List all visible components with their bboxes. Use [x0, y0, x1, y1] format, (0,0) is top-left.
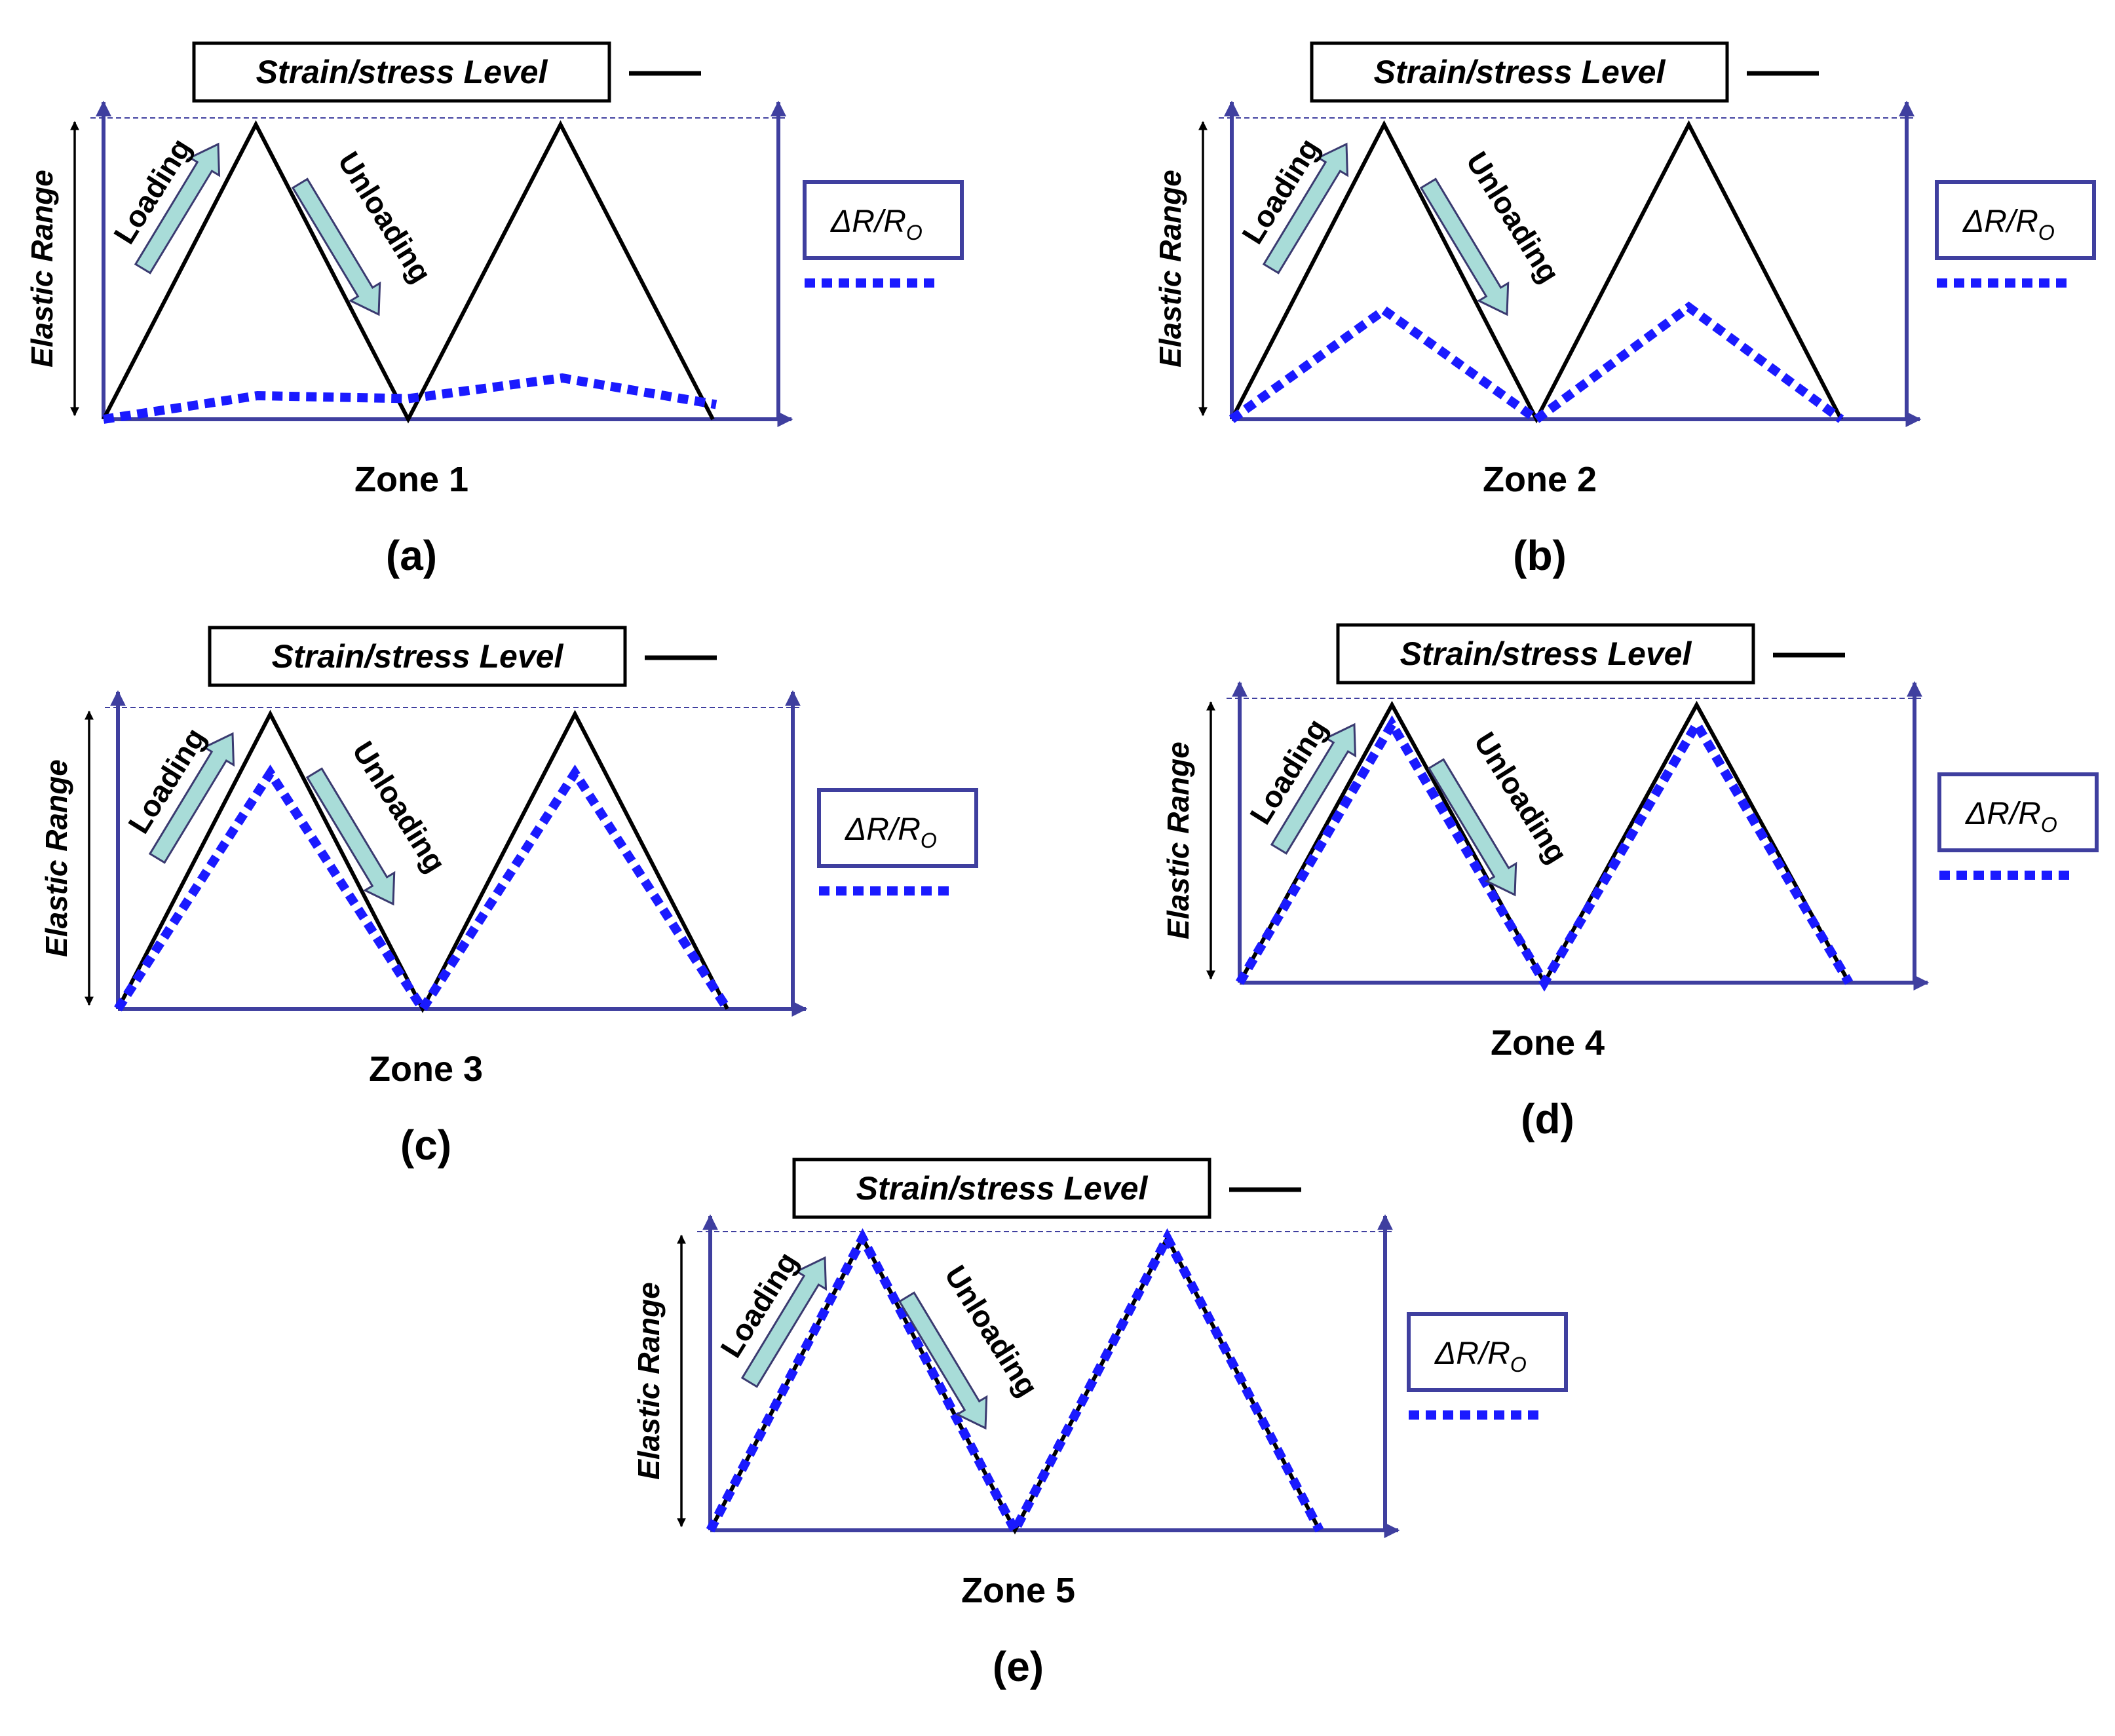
resistance-curve — [102, 373, 717, 424]
zone-label: Zone 3 — [369, 1049, 483, 1089]
zone-label: Zone 1 — [354, 460, 468, 499]
unloading-arrow — [291, 178, 381, 316]
elastic-range-label: Elastic Range — [25, 170, 59, 368]
resistance-legend-box — [817, 788, 978, 868]
panel-letter: (a) — [386, 532, 437, 579]
zone-label: Zone 5 — [961, 1571, 1075, 1610]
strain-curve — [116, 709, 729, 1013]
loading-arrow — [148, 732, 235, 864]
resistance-legend-main: ΔR/R — [1965, 797, 2041, 831]
strain-stress-level-label: Strain/stress Level — [1400, 635, 1692, 672]
loading-arrow — [740, 1256, 828, 1388]
strain-curve — [1230, 120, 1843, 424]
panel-letter: (c) — [400, 1122, 451, 1169]
resistance-legend-label: ΔR/RO — [1962, 204, 2055, 244]
resistance-legend-label: ΔR/RO — [1434, 1336, 1527, 1376]
resistance-legend-box — [1937, 772, 2099, 852]
zone-label: Zone 4 — [1491, 1023, 1605, 1063]
resistance-legend-label: ΔR/RO — [830, 204, 923, 244]
resistance-legend-main: ΔR/R — [845, 812, 921, 847]
unloading-arrow — [898, 1291, 988, 1430]
elastic-range-label: Elastic Range — [39, 759, 73, 957]
unloading-arrow — [1419, 178, 1510, 316]
strain-stress-level-label: Strain/stress Level — [1374, 54, 1666, 90]
resistance-curve — [114, 764, 731, 1017]
loading-arrow — [1262, 142, 1349, 274]
strain-curve — [102, 120, 715, 424]
strain-stress-level-box — [1336, 623, 1755, 685]
resistance-legend-label: ΔR/RO — [1965, 797, 2057, 837]
elastic-range-label: Elastic Range — [1161, 742, 1195, 939]
strain-stress-level-box — [192, 41, 611, 103]
panel-letter: (d) — [1521, 1095, 1574, 1142]
resistance-legend-box — [803, 180, 964, 260]
resistance-legend-subscript: O — [1510, 1353, 1527, 1376]
unloading-arrow — [1427, 758, 1517, 897]
strain-stress-level-box — [792, 1158, 1211, 1219]
resistance-legend-main: ΔR/R — [1962, 204, 2038, 239]
resistance-curve — [706, 1228, 1324, 1541]
strain-stress-level-label: Strain/stress Level — [856, 1170, 1149, 1207]
resistance-legend-label: ΔR/RO — [845, 812, 937, 852]
panel-letter: (e) — [993, 1643, 1044, 1690]
strain-stress-level-label: Strain/stress Level — [256, 54, 548, 90]
panel-letter: (b) — [1513, 532, 1567, 579]
unloading-arrow — [305, 767, 396, 906]
strain-stress-level-box — [1310, 41, 1729, 103]
resistance-legend-main: ΔR/R — [830, 204, 906, 239]
elastic-range-label: Elastic Range — [1153, 170, 1187, 368]
strain-stress-level-box — [208, 626, 627, 687]
resistance-legend-subscript: O — [921, 829, 937, 852]
zone-label: Zone 2 — [1483, 460, 1597, 499]
resistance-legend-box — [1407, 1312, 1568, 1392]
loading-arrow — [1270, 723, 1357, 855]
resistance-curve — [1235, 715, 1854, 992]
resistance-legend-main: ΔR/R — [1434, 1336, 1510, 1371]
resistance-legend-subscript: O — [2041, 813, 2057, 837]
resistance-curve — [1229, 301, 1844, 425]
strain-stress-level-label: Strain/stress Level — [272, 638, 564, 675]
elastic-range-label: Elastic Range — [632, 1282, 666, 1480]
loading-arrow — [134, 142, 221, 274]
resistance-legend-subscript: O — [906, 221, 923, 244]
resistance-legend-subscript: O — [2038, 221, 2055, 244]
resistance-legend-box — [1935, 180, 2096, 260]
